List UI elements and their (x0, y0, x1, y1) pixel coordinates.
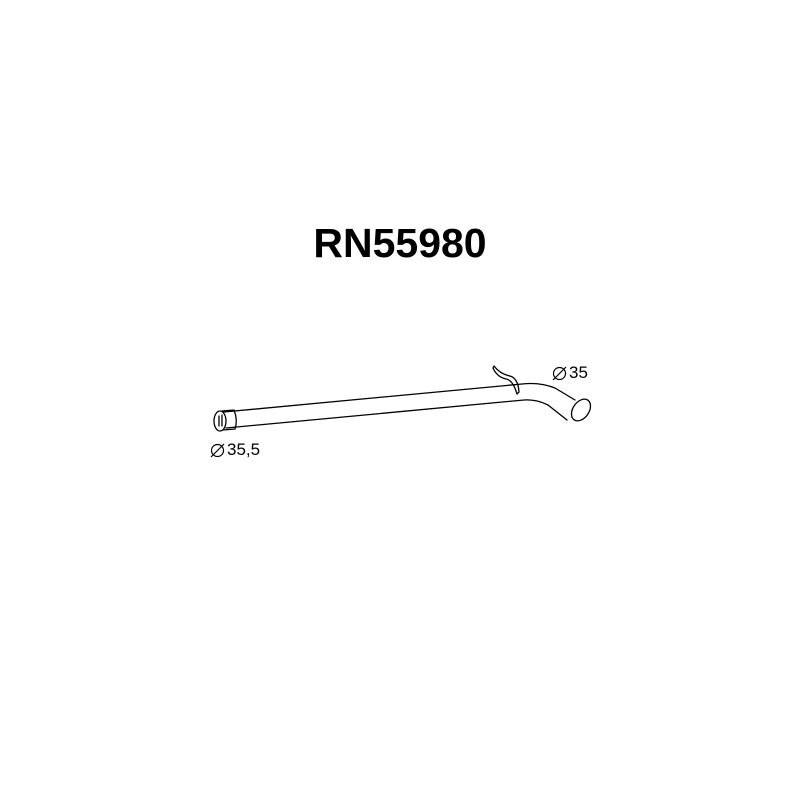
outlet-diameter-value: 35 (569, 363, 588, 382)
diameter-icon (552, 366, 567, 381)
part-number-title: RN55980 (313, 220, 487, 266)
pipe-lower-edge (225, 399, 568, 429)
inlet-collar (221, 409, 237, 431)
inlet-diameter-label: 35,5 (210, 440, 260, 460)
outlet-end (570, 398, 592, 422)
inlet-diameter-value: 35,5 (227, 440, 261, 459)
diameter-icon (210, 443, 225, 458)
inlet-slot (218, 414, 223, 427)
pipe-upper-edge (223, 382, 576, 413)
hanger-bracket (492, 365, 520, 395)
inlet-end (213, 410, 227, 432)
outlet-diameter-label: 35 (552, 363, 588, 383)
